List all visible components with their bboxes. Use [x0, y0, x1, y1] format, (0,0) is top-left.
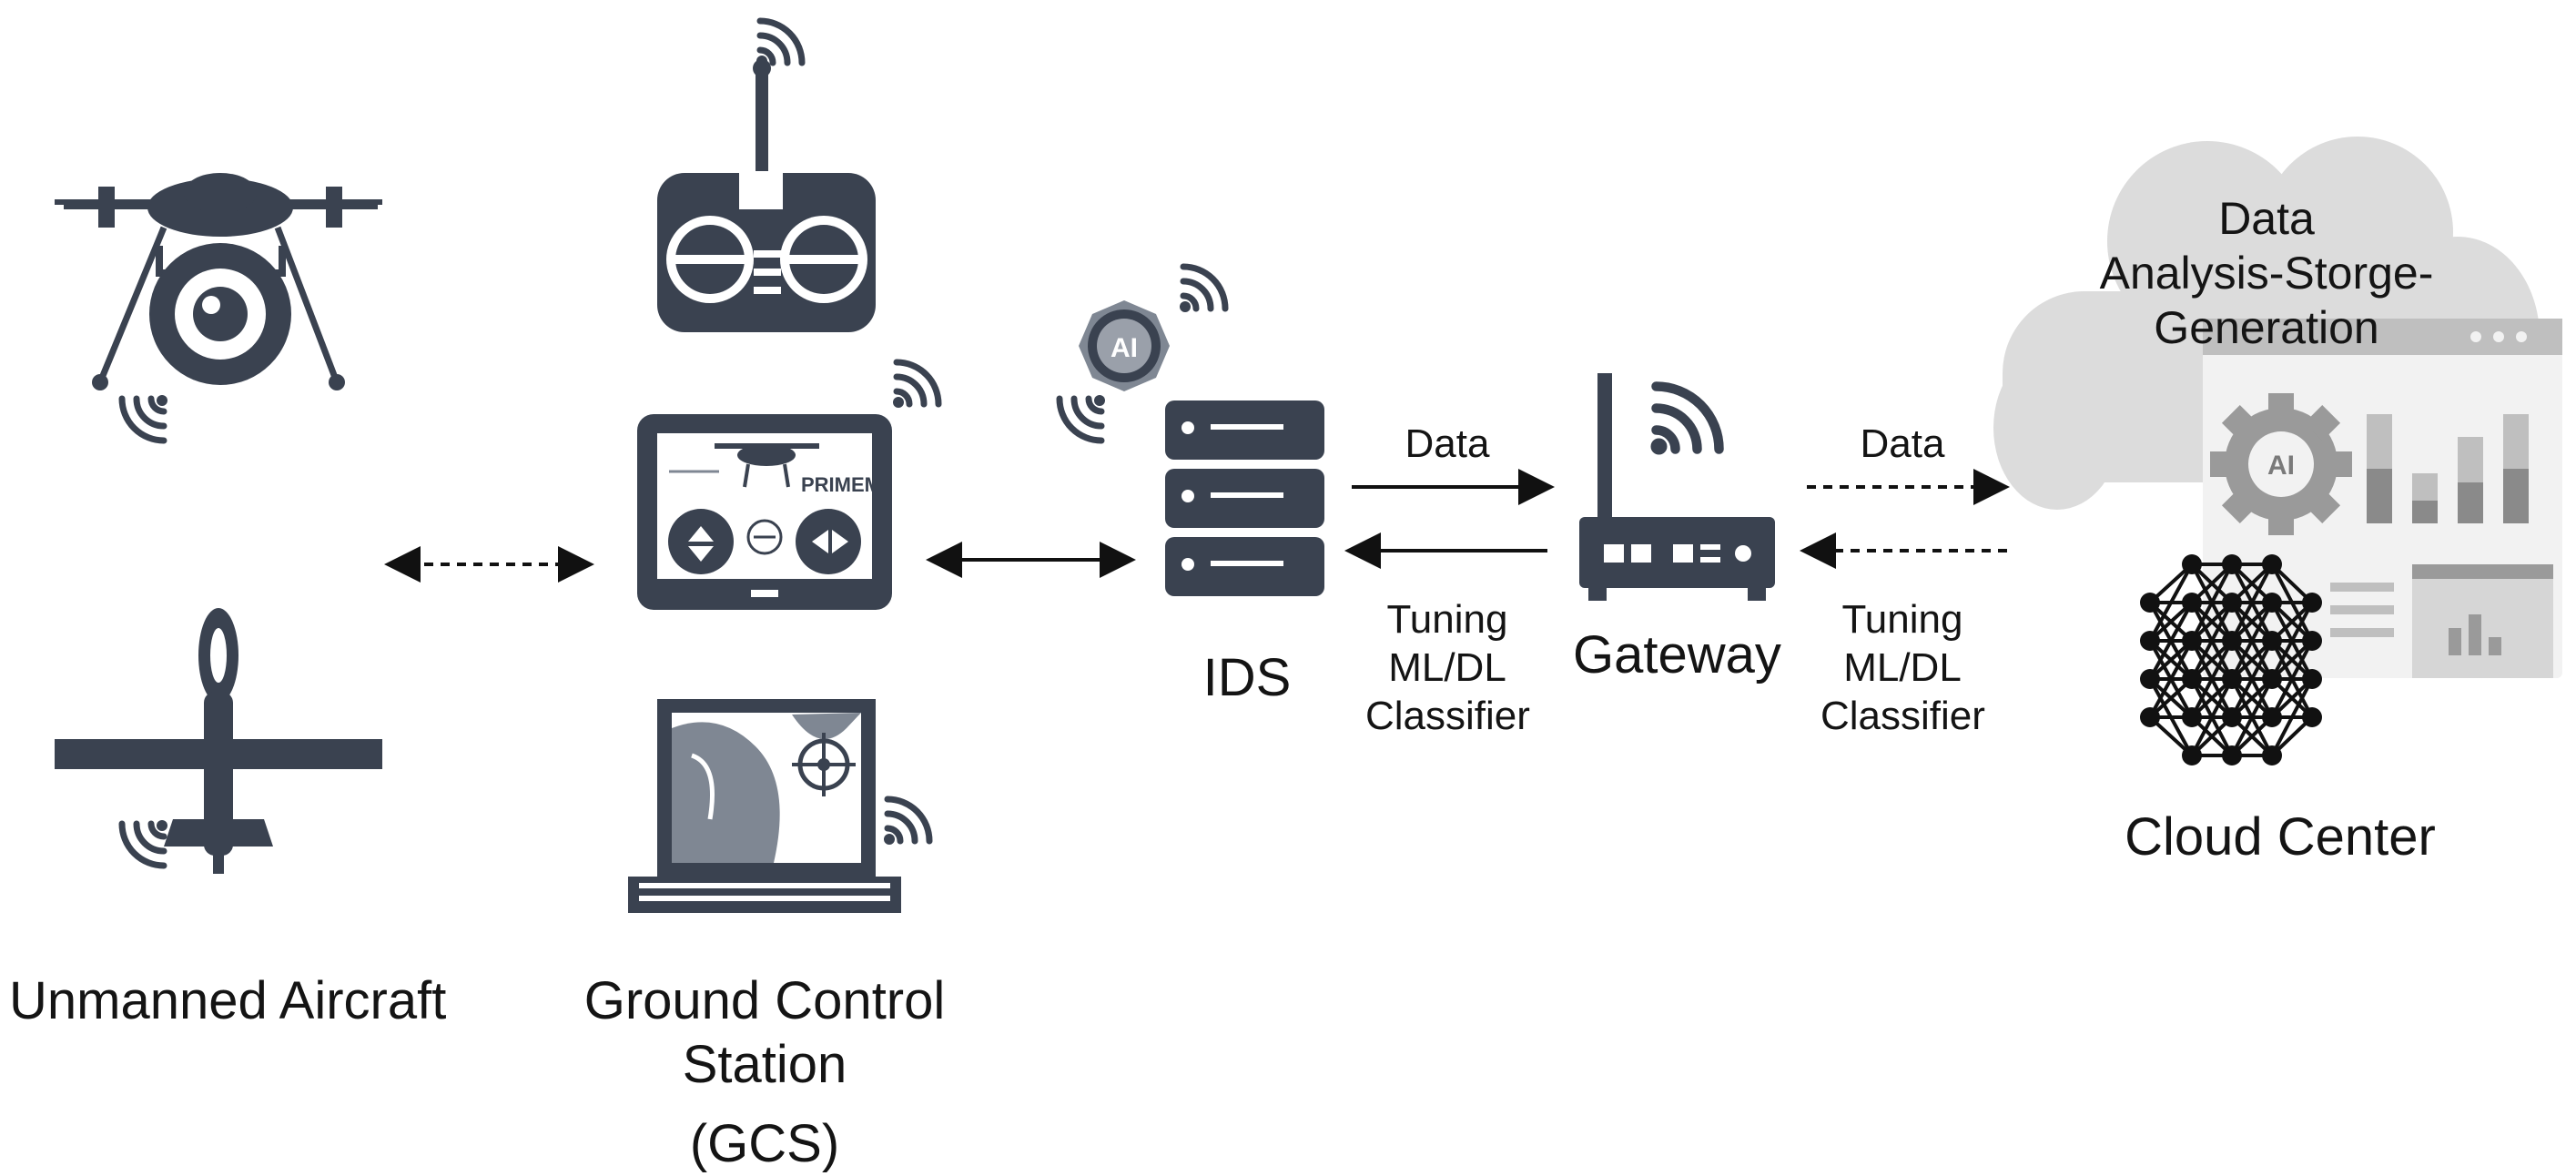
cloud-to-gateway-label: Tuning ML/DL Classifier [1820, 596, 1985, 740]
network-node [2182, 554, 2202, 574]
gcs-label: Ground Control Station (GCS) [501, 969, 1029, 1176]
remote-controller-icon [657, 59, 876, 332]
network-node [2302, 669, 2322, 689]
wifi-signal-icon [122, 395, 167, 441]
system-architecture-diagram: PRIMEM AI [55, 0, 2562, 913]
network-node [2182, 631, 2202, 651]
wifi-signal-icon [893, 362, 938, 408]
network-node [2182, 745, 2202, 765]
network-edge [2230, 563, 2274, 642]
wifi-signal-icon [756, 21, 802, 66]
network-node [2140, 669, 2160, 689]
ids-to-gateway-label: Data [1405, 421, 1490, 466]
cloud-to-gateway-line3: Classifier [1820, 693, 1985, 738]
fixed-wing-uav-icon [55, 608, 382, 874]
network-node [2302, 707, 2322, 727]
network-node [2222, 669, 2242, 689]
network-node [2302, 631, 2322, 651]
dashboard-window-icon: AI [2203, 319, 2562, 678]
network-node [2140, 707, 2160, 727]
gateway-to-ids-line1: Tuning [1386, 597, 1508, 642]
quadcopter-drone-icon [55, 173, 382, 390]
wifi-signal-icon [1060, 395, 1105, 441]
network-node [2262, 631, 2282, 651]
cloud-to-gateway-line2: ML/DL [1843, 644, 1962, 690]
network-node [2182, 707, 2202, 727]
network-node [2262, 669, 2282, 689]
cloud-title-label: Data Analysis-Storge-Generation [2012, 191, 2521, 355]
network-edge [2190, 640, 2234, 718]
network-edge [2190, 678, 2234, 756]
network-edge [2148, 640, 2194, 718]
gateway-to-ids-line3: Classifier [1365, 693, 1530, 738]
gateway-to-ids-line2: ML/DL [1388, 644, 1506, 690]
network-node [2262, 593, 2282, 613]
network-edge [2270, 640, 2314, 718]
ids-label: IDS [1202, 648, 1292, 707]
network-node [2222, 707, 2242, 727]
ai-badge-text: AI [1111, 333, 1138, 363]
cloud-title-line1: Data [2218, 193, 2315, 244]
network-edge [2230, 678, 2274, 756]
gcs-label-line2: (GCS) [689, 1114, 840, 1174]
neural-network-icon [2140, 554, 2322, 765]
network-edge [2148, 602, 2194, 680]
network-node [2140, 631, 2160, 651]
wifi-signal-icon [1180, 267, 1225, 312]
tablet-brand-text: PRIMEM [801, 473, 881, 496]
network-node [2222, 554, 2242, 574]
wifi-signal-icon [1651, 387, 1719, 455]
cloud-title-line2: Analysis-Storge-Generation [2099, 248, 2434, 353]
network-node [2262, 745, 2282, 765]
laptop-map-icon [628, 699, 901, 913]
network-node [2262, 554, 2282, 574]
network-edge [2230, 640, 2274, 718]
cloud-ai-badge-text: AI [2267, 451, 2295, 481]
tablet-controller-icon: PRIMEM [637, 414, 892, 610]
gateway-to-ids-label: Tuning ML/DL Classifier [1365, 596, 1530, 740]
network-edge [2190, 563, 2234, 642]
network-node [2222, 745, 2242, 765]
network-node [2222, 593, 2242, 613]
network-node [2182, 669, 2202, 689]
network-node [2302, 593, 2322, 613]
wifi-router-icon [1579, 373, 1775, 601]
cloud-to-gateway-line1: Tuning [1841, 597, 1963, 642]
network-node [2140, 593, 2160, 613]
ai-chip-icon: AI [1079, 300, 1170, 391]
server-rack-icon [1165, 400, 1324, 596]
wifi-signal-icon [122, 820, 167, 866]
cloud-center-label: Cloud Center [2125, 807, 2436, 867]
gcs-label-line1: Ground Control Station [583, 971, 946, 1094]
unmanned-aircraft-label: Unmanned Aircraft [9, 971, 447, 1030]
network-edge [2270, 678, 2314, 756]
gateway-to-cloud-label: Data [1860, 421, 1945, 466]
network-node [2222, 631, 2242, 651]
network-edge [2148, 563, 2194, 642]
network-edge [2270, 602, 2314, 680]
network-node [2182, 593, 2202, 613]
network-edge [2190, 602, 2234, 680]
gateway-label: Gateway [1573, 625, 1781, 684]
network-edge [2230, 602, 2274, 680]
wifi-signal-icon [884, 799, 929, 845]
network-node [2262, 707, 2282, 727]
